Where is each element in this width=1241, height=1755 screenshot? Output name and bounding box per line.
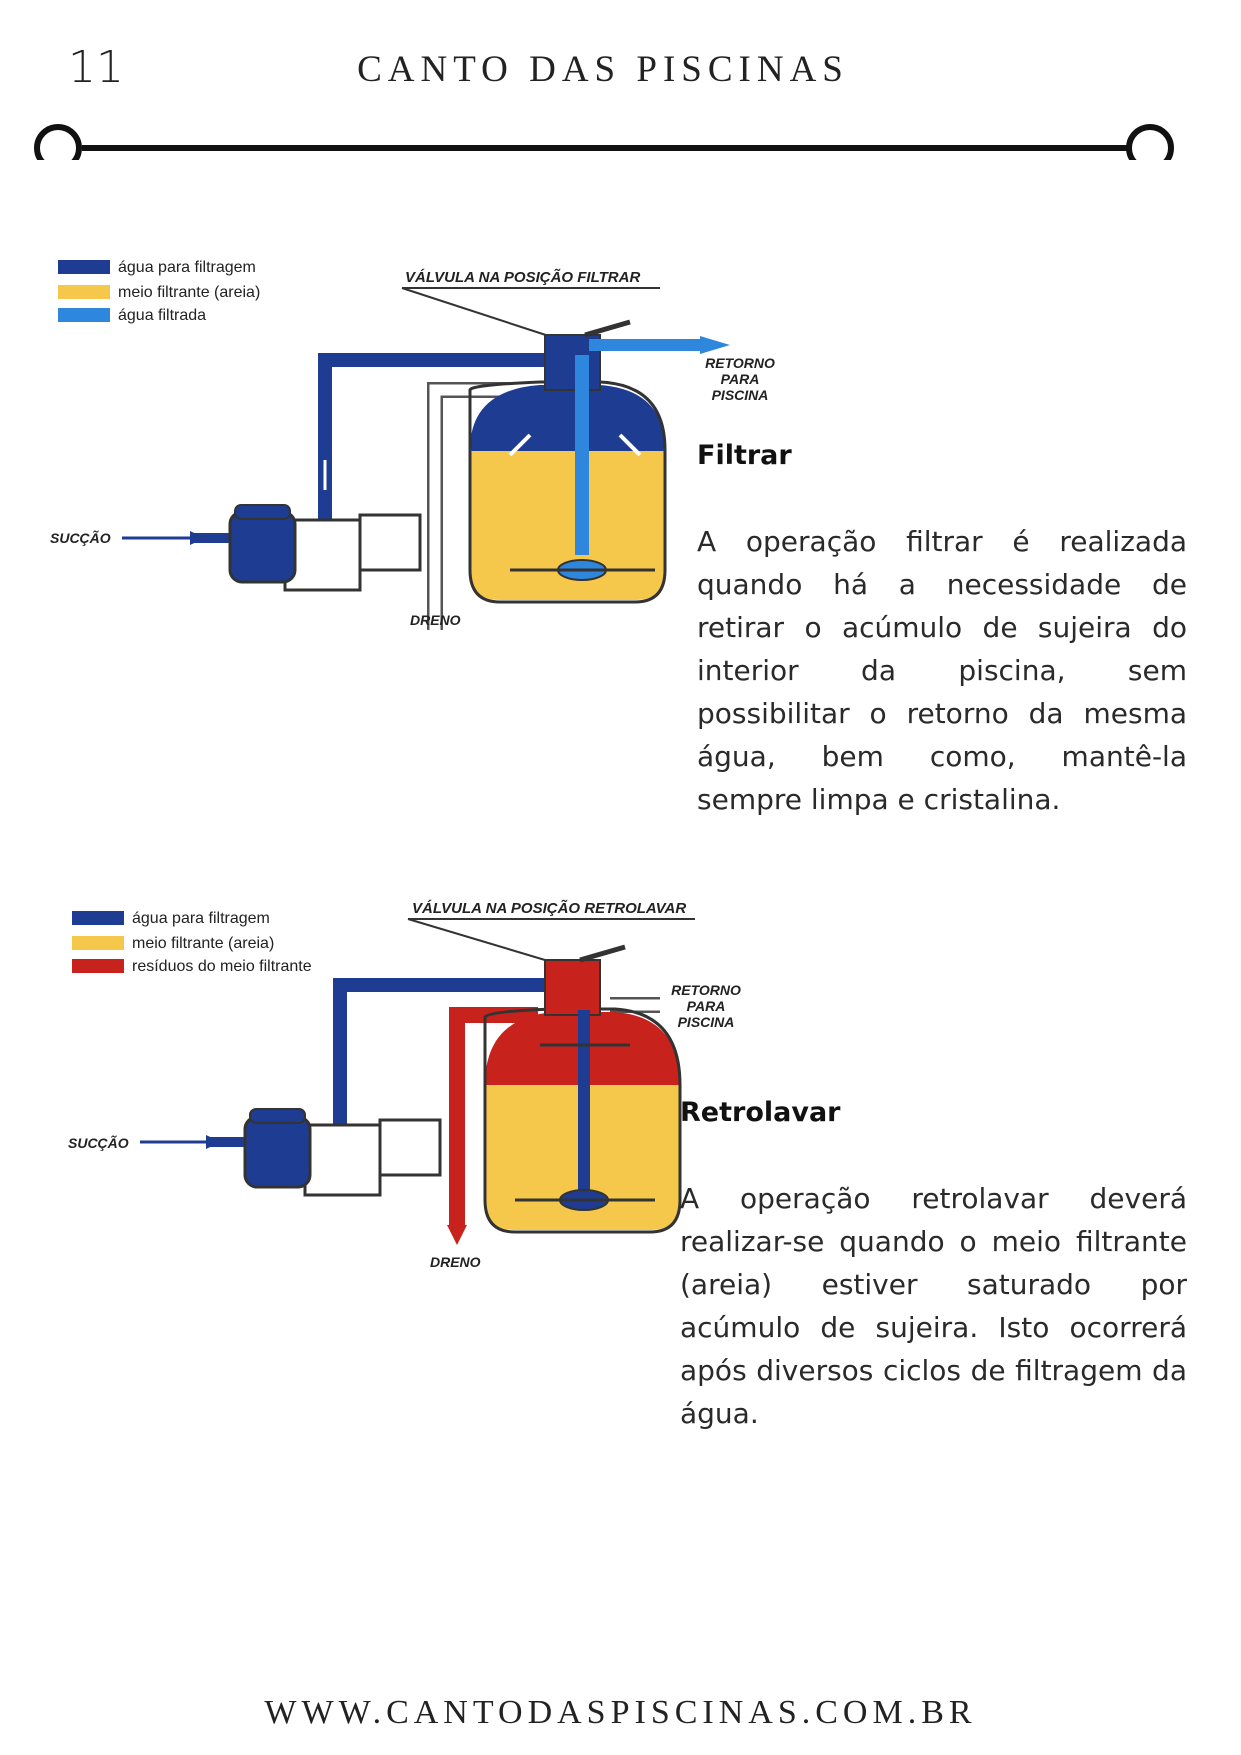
section-body-retrolavar: A operação retrolavar deverá realizar-se…	[680, 1182, 1187, 1430]
valve-label: VÁLVULA NA POSIÇÃO RETROLAVAR	[412, 899, 686, 917]
header-rule	[34, 124, 1174, 160]
return-label-line: PISCINA	[678, 1014, 735, 1030]
legend-label: resíduos do meio filtrante	[132, 958, 312, 975]
footer-url: WWW.CANTODASPISCINAS.COM.BR	[264, 1694, 977, 1731]
brand-title: CANTO DAS PISCINAS	[357, 49, 849, 90]
pump	[243, 1108, 442, 1197]
rule-right-circle-icon	[1126, 124, 1174, 160]
return-label-line: RETORNO	[671, 982, 741, 998]
drain-label: DRENO	[410, 612, 461, 628]
return-label-line: PARA	[721, 371, 760, 387]
drain-label: DRENO	[430, 1254, 481, 1270]
section-body-filtrar: A operação filtrar é realizada quando há…	[697, 525, 1187, 816]
legend-swatch-sand	[72, 936, 124, 950]
legend-label: água para filtragem	[132, 910, 270, 927]
return-label-line: PISCINA	[712, 387, 769, 403]
legend-swatch-sand	[58, 285, 110, 299]
legend-swatch-water	[58, 260, 110, 274]
section-heading-filtrar: Filtrar	[697, 440, 792, 471]
backwash-tank	[483, 944, 682, 1234]
legend-swatch-filtered	[58, 308, 110, 322]
legend-swatch-water	[72, 911, 124, 925]
return-label-line: PARA	[687, 998, 726, 1014]
section-heading-retrolavar: Retrolavar	[680, 1097, 841, 1128]
return-label-line: RETORNO	[705, 355, 775, 371]
valve-label: VÁLVULA NA POSIÇÃO FILTRAR	[405, 268, 640, 286]
rule-left-circle-icon	[34, 124, 82, 160]
legend-label: meio filtrante (areia)	[132, 935, 274, 952]
backwash-diagram: água para filtragem meio filtrante (arei…	[68, 899, 741, 1270]
pump	[228, 504, 422, 592]
legend-label: água para filtragem	[118, 259, 256, 276]
suction-label: SUCÇÃO	[68, 1134, 129, 1151]
page-number: 11	[68, 42, 124, 93]
legend-swatch-residue	[72, 959, 124, 973]
legend-label: meio filtrante (areia)	[118, 284, 260, 301]
suction-label: SUCÇÃO	[50, 529, 111, 546]
legend-label: água filtrada	[118, 307, 206, 324]
filter-diagram: água para filtragem meio filtrante (arei…	[50, 259, 775, 630]
filter-tank	[468, 319, 730, 604]
